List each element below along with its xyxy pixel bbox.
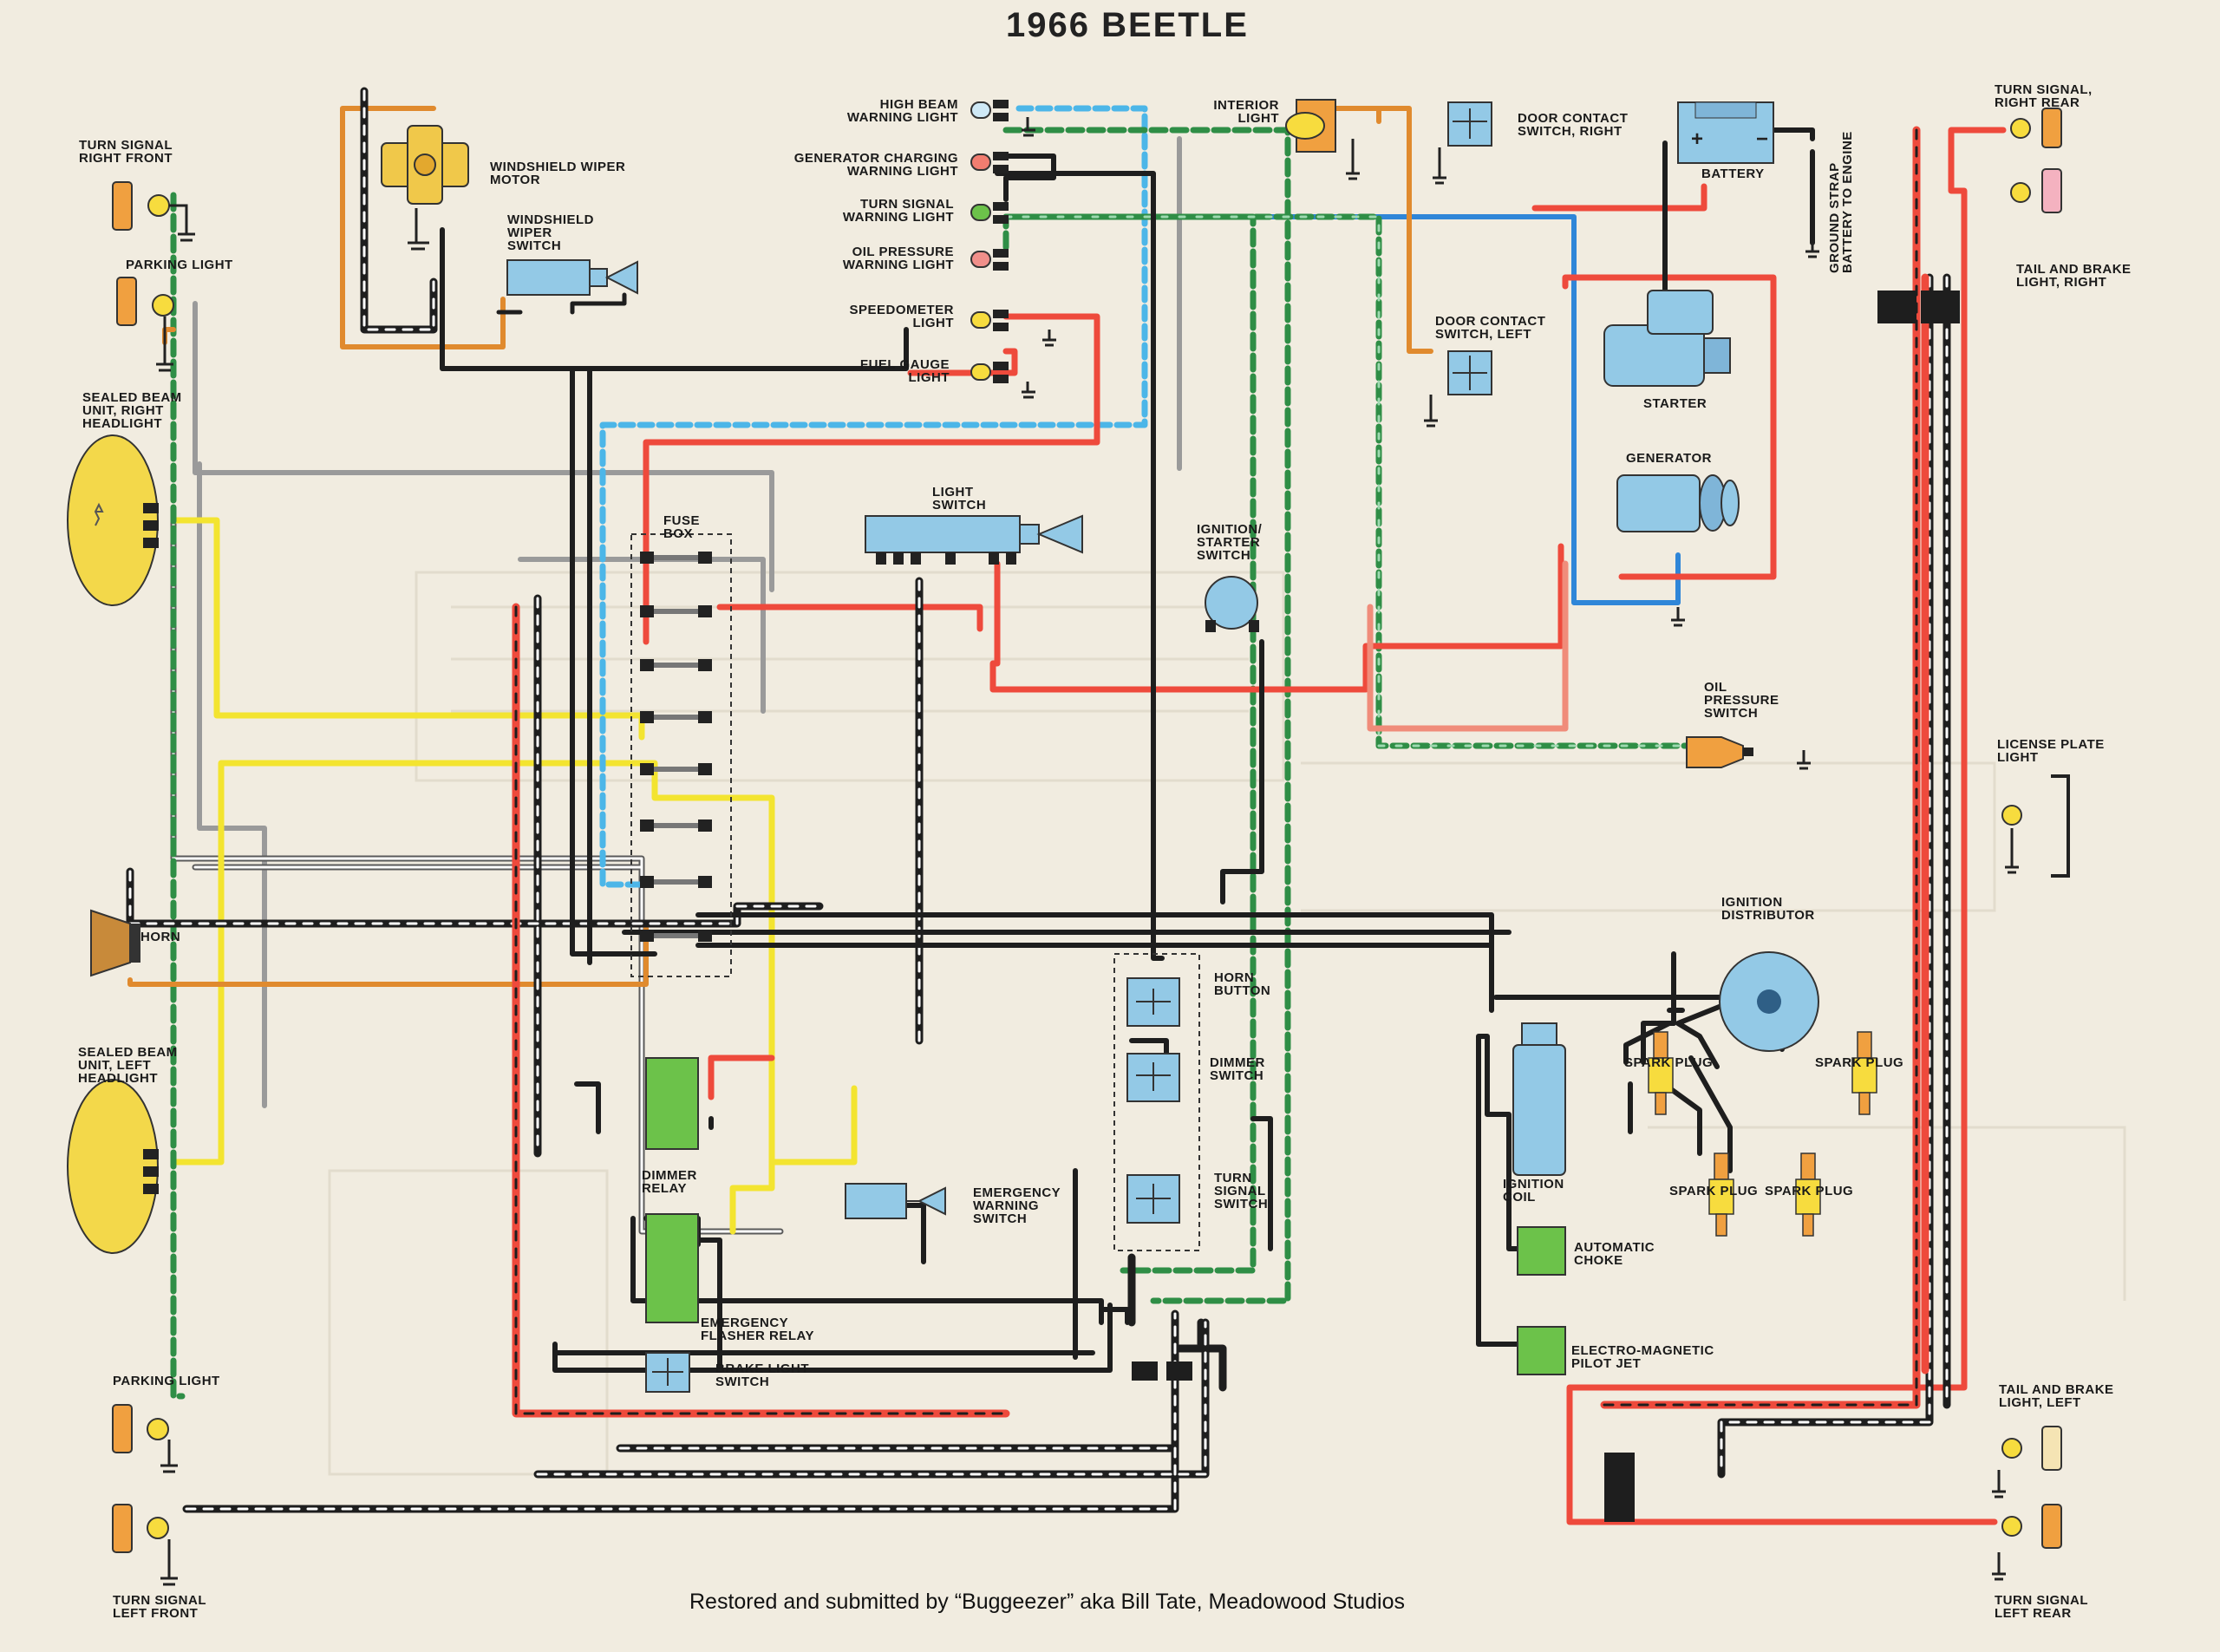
wire-harness [126, 87, 2007, 1525]
label-generator: GENERATOR [1626, 451, 1712, 466]
turn-signal-right-front [112, 181, 195, 242]
emergency-warning-switch [845, 1183, 946, 1219]
tail-brake-light-right [2010, 168, 2062, 213]
automatic-choke [1517, 1226, 1566, 1276]
battery: + − [1677, 101, 1819, 258]
license-plate-light [2001, 774, 2070, 878]
starter [1603, 290, 1731, 387]
connector-right-rear [1877, 291, 1960, 323]
turn-signal-right-rear [2010, 108, 2062, 148]
light-switch [865, 514, 1083, 565]
parking-light-right [116, 277, 174, 372]
label-spark-plug-2: SPARK PLUG [1815, 1055, 1903, 1070]
label-spark-plug-4: SPARK PLUG [1765, 1184, 1853, 1198]
parking-light-left [112, 1404, 178, 1473]
svg-text:−: − [1756, 127, 1768, 151]
turn-signal-left-front [112, 1504, 178, 1586]
dimmer-relay [645, 1057, 699, 1150]
door-contact-switch-left [1424, 350, 1492, 428]
ignition-distributor [1719, 951, 1819, 1052]
light-blue-wires [599, 105, 1148, 888]
windshield-wiper-motor [381, 125, 469, 251]
tail-brake-light-left [1992, 1426, 2062, 1499]
credit-line: Restored and submitted by “Buggeezer” ak… [689, 1590, 1405, 1614]
spark-plugs [1648, 1031, 1877, 1237]
background-ghost-lines [328, 571, 2126, 1476]
headlight-right [67, 434, 159, 606]
label-parking-light-left: PARKING LIGHT [113, 1374, 220, 1388]
label-battery: BATTERY [1701, 167, 1765, 181]
label-spark-plug-1: SPARK PLUG [1624, 1055, 1713, 1070]
components: + − [67, 99, 2070, 1586]
windshield-wiper-switch [506, 259, 638, 296]
oil-pressure-switch [1686, 736, 1811, 770]
red-wires [643, 127, 2007, 1525]
label-turn-right-rear: TURN SIGNAL,RIGHT REAR [1995, 82, 2093, 110]
label-parking-light-right: PARKING LIGHT [126, 258, 233, 272]
diagram-title: 1966 BEETLE [1006, 6, 1249, 44]
fuse-box [630, 533, 732, 977]
ignition-starter-switch [1205, 576, 1259, 632]
label-ground-strap: GROUND STRAPBATTERY TO ENGINE [1827, 131, 1855, 273]
label-horn: HORN [140, 930, 180, 944]
svg-text:+: + [1691, 127, 1703, 151]
emergency-flasher-relay [645, 1213, 699, 1323]
steering-column-switches [1113, 953, 1200, 1251]
label-spark-plug-3: SPARK PLUG [1669, 1184, 1758, 1198]
interior-light [1285, 99, 1360, 180]
turn-signal-left-rear [1992, 1504, 2062, 1581]
horn [90, 909, 140, 977]
door-contact-switch-right [1433, 101, 1492, 185]
electro-magnetic-pilot-jet [1517, 1326, 1566, 1375]
wire-connectors [1132, 1361, 1635, 1522]
headlight-left [67, 1079, 159, 1254]
blue-wires [1012, 214, 1681, 605]
generator [1616, 474, 1740, 627]
brake-light-switch [645, 1352, 690, 1393]
label-starter: STARTER [1643, 396, 1707, 411]
instrument-warning-lamps [970, 100, 1056, 399]
ignition-coil [1512, 1022, 1566, 1176]
